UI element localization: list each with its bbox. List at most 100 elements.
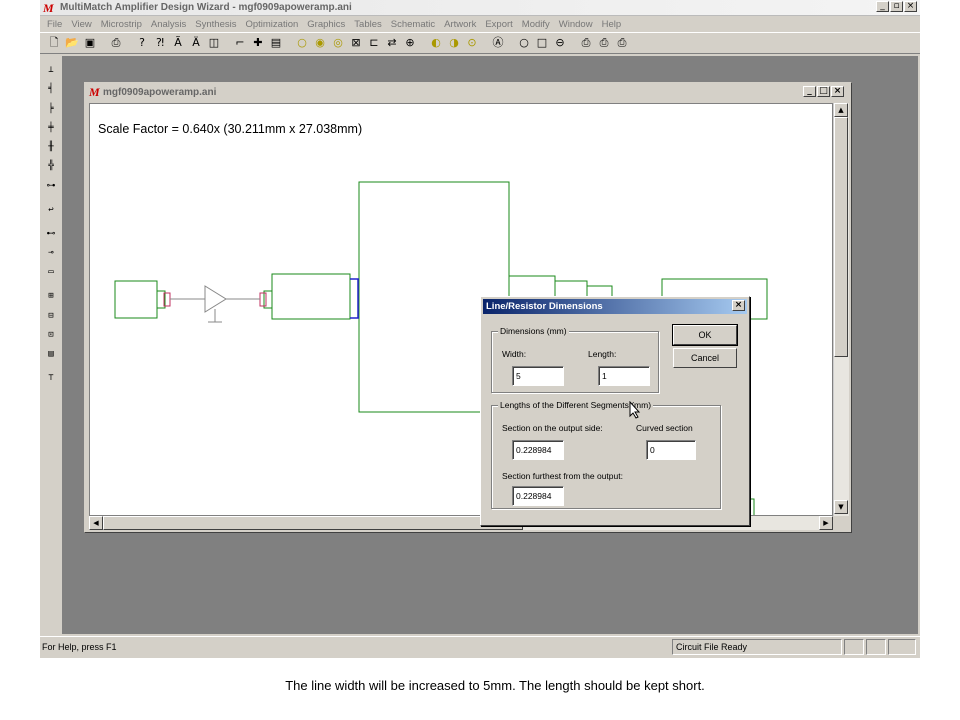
segments-group-label: Lengths of the Different Segments (mm) <box>498 400 654 410</box>
print-a-icon[interactable]: ⎙ <box>581 36 591 49</box>
curved-section-label: Curved section <box>636 423 693 433</box>
stub-f-icon[interactable]: ╬ <box>48 161 54 172</box>
save-icon[interactable]: ▣ <box>84 36 96 49</box>
dialog-title: Line/Resistor Dimensions <box>486 301 603 312</box>
status-bar: For Help, press F1 Circuit File Ready <box>40 636 920 656</box>
menu-item-help[interactable]: Help <box>601 18 622 30</box>
curved-section-input[interactable]: 0 <box>646 440 696 460</box>
minimize-button[interactable]: _ <box>876 1 889 12</box>
plus-box-icon[interactable]: ⊞ <box>48 291 54 302</box>
help-icon[interactable]: ? <box>139 36 145 49</box>
child-maximize-button[interactable]: □ <box>817 86 830 97</box>
matching-block-1 <box>271 273 351 320</box>
dialog-title-bar: Line/Resistor Dimensions × <box>483 299 747 314</box>
bend-icon[interactable]: ⌐ <box>235 36 245 49</box>
scroll-left-icon[interactable]: ◀ <box>89 516 103 530</box>
furthest-input[interactable]: 0.228984 <box>512 486 564 506</box>
matching-resistor <box>259 292 267 307</box>
circle-a-icon[interactable]: ◉ <box>315 36 325 49</box>
antenna-icon[interactable]: ⊤ <box>48 373 54 384</box>
cross-icon[interactable]: ✚ <box>253 36 263 49</box>
restore-button[interactable]: ▫ <box>890 1 903 12</box>
arrow-b-icon[interactable]: Ä <box>192 36 200 49</box>
scroll-right-icon[interactable]: ▶ <box>819 516 833 530</box>
minus-circle-icon[interactable]: ⊖ <box>555 36 565 49</box>
cancel-button[interactable]: Cancel <box>673 348 737 368</box>
menu-item-analysis[interactable]: Analysis <box>150 18 187 30</box>
new-file-icon[interactable]: 🗋 <box>49 36 59 49</box>
square-icon[interactable]: □ <box>536 36 548 49</box>
stub-d-icon[interactable]: ╪ <box>48 122 54 133</box>
return-icon[interactable]: ↩ <box>48 204 54 215</box>
text-icon[interactable]: Ⓐ <box>492 36 504 49</box>
menu-item-tables[interactable]: Tables <box>354 18 382 30</box>
length-label: Length: <box>588 349 617 359</box>
output-side-input[interactable]: 0.228984 <box>512 440 564 460</box>
circle-plain-icon[interactable]: ○ <box>519 36 529 49</box>
stub-c-icon[interactable]: ╞ <box>48 103 54 114</box>
dialog-close-button[interactable]: × <box>732 300 745 311</box>
child-close-button[interactable]: × <box>831 86 844 97</box>
stub-a-icon[interactable]: ⊥ <box>48 65 54 75</box>
component-icon[interactable]: ⊏ <box>369 36 379 49</box>
node-icon[interactable]: ⊸ <box>48 248 54 259</box>
scale-factor-text: Scale Factor = 0.640x (30.211mm x 27.038… <box>98 122 363 136</box>
select-box-icon[interactable]: ◫ <box>208 36 220 49</box>
menu-item-graphics[interactable]: Graphics <box>307 18 346 30</box>
print-c-icon[interactable]: ⎙ <box>617 36 627 49</box>
child-title-bar: M mgf0909apoweramp.ani _ □ × <box>87 85 849 101</box>
smith-c-icon[interactable]: ⊙ <box>467 36 477 49</box>
print-icon[interactable]: ⎙ <box>111 36 121 49</box>
toolbar-separator <box>100 35 106 51</box>
horizontal-scroll-thumb[interactable] <box>103 516 523 530</box>
bar-icon[interactable]: ▭ <box>48 267 54 278</box>
length-input[interactable]: 1 <box>598 366 650 386</box>
swap-icon[interactable]: ⇄ <box>387 36 397 49</box>
left-toolbar: ⊥ ╡ ╞ ╪ ╫ ╬ ⊶ ↩ ⊷ ⊸ ▭ ⊞ ⊟ ⊡ ▤ ⊤ <box>40 56 62 636</box>
menu-item-synthesis[interactable]: Synthesis <box>195 18 237 30</box>
link-icon[interactable]: ⊷ <box>46 228 56 239</box>
vertical-scrollbar[interactable]: ▲ ▼ <box>833 103 849 516</box>
menu-item-modify[interactable]: Modify <box>521 18 550 30</box>
context-help-icon[interactable]: ⁈ <box>155 36 165 49</box>
arrow-a-icon[interactable]: Ã <box>174 36 182 49</box>
dot-box-icon[interactable]: ⊡ <box>48 329 54 340</box>
toolbar-separator <box>482 35 488 51</box>
window-title: MultiMatch Amplifier Design Wizard - mgf… <box>60 2 352 13</box>
width-label: Width: <box>502 349 527 359</box>
scroll-down-icon[interactable]: ▼ <box>834 500 848 514</box>
tee-icon[interactable]: ⊕ <box>405 36 415 49</box>
menu-item-export[interactable]: Export <box>485 18 513 30</box>
circle-icon[interactable]: ○ <box>297 36 307 49</box>
close-button[interactable]: × <box>904 1 917 12</box>
open-folder-icon[interactable]: 📂 <box>65 36 79 49</box>
line-icon[interactable]: ⊶ <box>46 180 56 191</box>
segments-group: Lengths of the Different Segments (mm) S… <box>491 400 721 509</box>
width-input[interactable]: 5 <box>512 366 564 386</box>
ok-button[interactable]: OK <box>672 324 738 346</box>
vertical-scroll-thumb[interactable] <box>834 117 848 357</box>
stub-b-icon[interactable]: ╡ <box>48 84 54 95</box>
minus-box-icon[interactable]: ⊟ <box>48 310 54 321</box>
status-pane <box>844 639 864 655</box>
window-controls: _ ▫ × <box>876 1 917 12</box>
box-x-icon[interactable]: ⊠ <box>351 36 361 49</box>
smith-a-icon[interactable]: ◐ <box>431 36 441 49</box>
child-minimize-button[interactable]: _ <box>803 86 816 97</box>
print-b-icon[interactable]: ⎙ <box>599 36 609 49</box>
rect-icon[interactable]: ▤ <box>270 36 282 49</box>
menu-item-view[interactable]: View <box>71 18 92 30</box>
menu-item-artwork[interactable]: Artwork <box>444 18 477 30</box>
status-pane <box>866 639 886 655</box>
menu-item-file[interactable]: File <box>47 18 63 30</box>
list-box-icon[interactable]: ▤ <box>48 349 54 360</box>
amplifier-symbol <box>204 285 227 313</box>
menu-item-optimization[interactable]: Optimization <box>245 18 299 30</box>
scroll-up-icon[interactable]: ▲ <box>834 103 848 117</box>
circle-b-icon[interactable]: ◎ <box>333 36 343 49</box>
menu-item-schematic[interactable]: Schematic <box>390 18 436 30</box>
menu-item-window[interactable]: Window <box>558 18 593 30</box>
smith-b-icon[interactable]: ◑ <box>449 36 459 49</box>
menu-item-microstrip[interactable]: Microstrip <box>100 18 142 30</box>
stub-e-icon[interactable]: ╫ <box>48 142 54 153</box>
